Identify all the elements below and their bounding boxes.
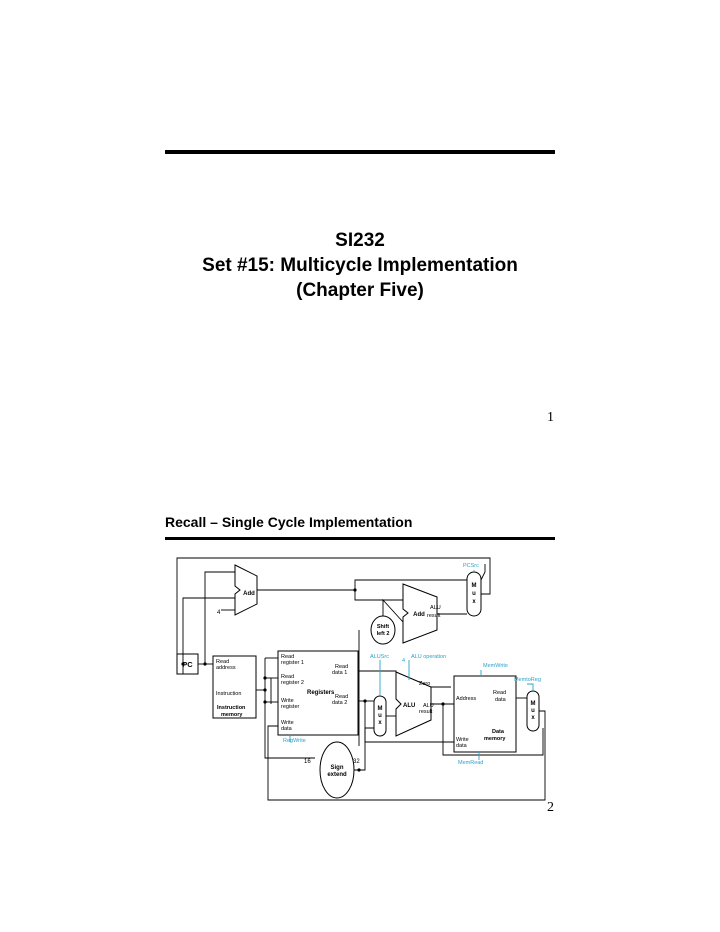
wire-junctions (181, 588, 445, 772)
svg-text:Write: Write (456, 737, 469, 743)
svg-text:x: x (472, 599, 476, 605)
datapath-wires (176, 557, 546, 801)
instruction-memory: Read address Instruction Instruction mem… (212, 655, 257, 719)
svg-text:PC: PC (182, 660, 193, 669)
svg-text:result: result (427, 613, 441, 619)
svg-text:memory: memory (484, 736, 506, 742)
sign-extend: Sign extend (319, 741, 355, 799)
svg-text:left 2: left 2 (377, 631, 390, 637)
slide1-top-rule (165, 150, 555, 154)
main-alu: Zero ALU ALU result (395, 671, 434, 737)
svg-text:extend: extend (327, 772, 347, 778)
svg-text:Read: Read (335, 694, 348, 700)
svg-text:Write: Write (281, 720, 294, 726)
shift-left-2: Shift left 2 (370, 615, 396, 645)
set-title: Set #15: Multicycle Implementation (202, 255, 518, 276)
alu-op-four-label: 4 (402, 658, 405, 664)
regwrite-label: RegWrite (283, 738, 306, 744)
svg-text:data: data (495, 697, 507, 703)
svg-text:address: address (216, 665, 236, 671)
page-number-1: 1 (547, 410, 554, 425)
svg-text:memory: memory (221, 712, 243, 718)
pc-source-mux: M u x (466, 571, 482, 617)
chapter-label: (Chapter Five) (296, 280, 424, 301)
svg-text:data: data (456, 743, 468, 749)
slide2-rule (165, 537, 555, 540)
pc-adder: Add (234, 564, 258, 616)
svg-text:Sign: Sign (331, 765, 344, 771)
svg-text:M: M (472, 583, 477, 589)
svg-text:Read: Read (335, 664, 348, 670)
svg-text:u: u (378, 713, 382, 719)
svg-text:Read: Read (281, 674, 294, 680)
svg-text:Registers: Registers (307, 690, 335, 696)
pcsrc-label: PCSrc (463, 563, 479, 569)
const-four: 4 (217, 610, 221, 616)
svg-text:M: M (531, 701, 536, 707)
svg-text:u: u (531, 708, 535, 714)
data-memory: Address Read data Write data Data memory (453, 675, 517, 753)
svg-text:result: result (419, 709, 433, 715)
svg-text:Instruction: Instruction (216, 691, 241, 697)
alu-operation-label: ALU operation (411, 654, 446, 660)
control-signal-lines (289, 570, 534, 760)
svg-text:x: x (378, 720, 382, 726)
svg-text:Shift: Shift (377, 624, 389, 630)
bits-16-label: 16 (304, 759, 311, 765)
single-cycle-datapath-diagram: PC Add 4 Add ALU result Shift left 2 M u… (176, 557, 546, 801)
branch-adder: Add ALU result (402, 583, 441, 644)
svg-text:Zero: Zero (419, 681, 430, 687)
svg-text:ALU: ALU (430, 605, 441, 611)
svg-text:Write: Write (281, 698, 294, 704)
svg-text:M: M (378, 706, 383, 712)
memwrite-label: MemWrite (483, 663, 508, 669)
bits-32-label: 32 (353, 759, 360, 765)
svg-text:Data: Data (492, 729, 505, 735)
control-labels: PCSrc ALUSrc 4 ALU operation MemWrite Me… (283, 563, 541, 766)
svg-text:x: x (531, 715, 535, 721)
svg-text:Address: Address (456, 696, 476, 702)
svg-text:ALU: ALU (403, 703, 415, 709)
svg-text:Instruction: Instruction (217, 705, 246, 711)
svg-text:Read: Read (493, 690, 506, 696)
svg-text:register 2: register 2 (281, 680, 304, 686)
alusrc-label: ALUSrc (370, 654, 389, 660)
register-file: Read register 1 Read register 2 Write re… (277, 650, 359, 736)
svg-text:ALU: ALU (423, 703, 434, 709)
memtoreg-label: MemtoReg (514, 677, 541, 683)
svg-text:register: register (281, 704, 300, 710)
svg-text:u: u (472, 591, 476, 597)
svg-text:Add: Add (413, 612, 425, 618)
memread-label: MemRead (458, 760, 483, 766)
svg-text:Read: Read (281, 654, 294, 660)
svg-text:register 1: register 1 (281, 660, 304, 666)
svg-text:Read: Read (216, 659, 229, 665)
svg-text:Add: Add (243, 591, 255, 597)
alusrc-mux: M u x (373, 695, 387, 737)
slide2-title: Recall – Single Cycle Implementation (165, 514, 413, 530)
svg-text:data: data (281, 726, 293, 732)
slide1-title: SI232 Set #15: Multicycle Implementation… (165, 228, 555, 303)
course-code: SI232 (335, 230, 385, 251)
svg-text:data 1: data 1 (332, 670, 347, 676)
page-number-2: 2 (547, 800, 554, 815)
pc-register: PC (176, 653, 199, 675)
svg-text:data 2: data 2 (332, 700, 347, 706)
memtoreg-mux: M u x (526, 690, 540, 732)
